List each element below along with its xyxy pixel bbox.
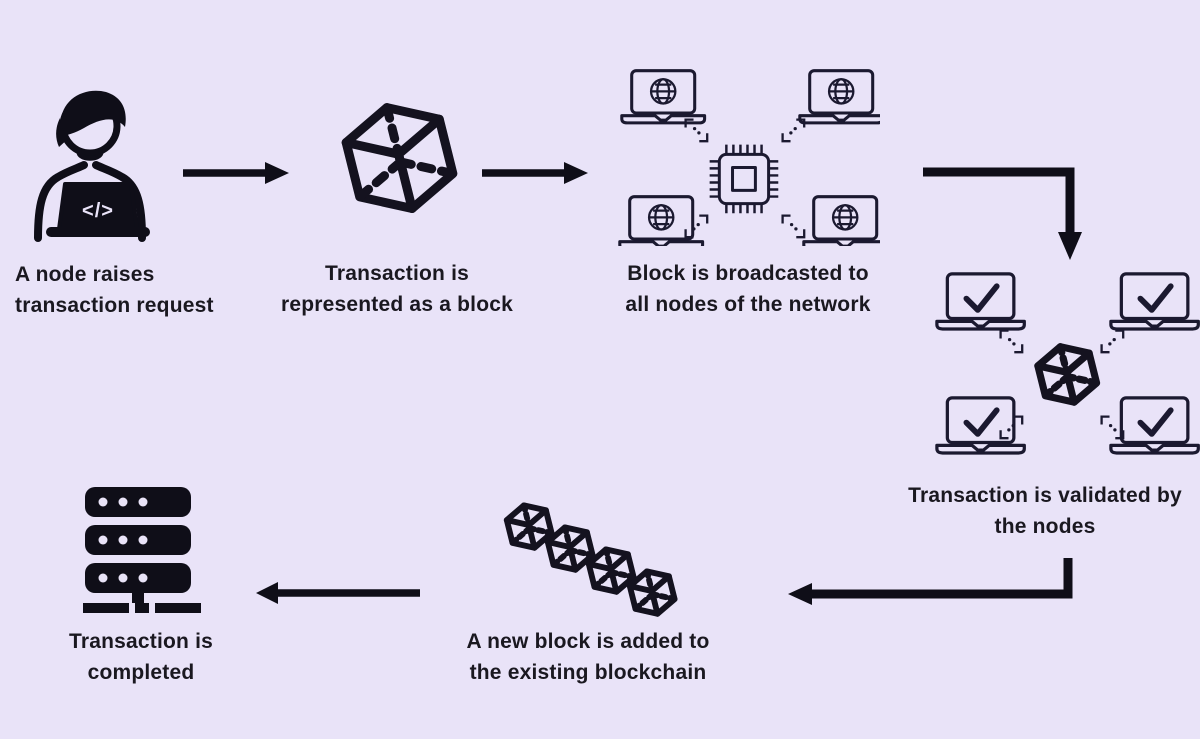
label-line: all nodes of the network [625,293,871,316]
dashed-link-icon [684,214,709,239]
hair-shape [60,90,126,136]
arrow-elbow-left [788,558,1073,605]
dashed-link-icon [999,329,1024,354]
cube-block-icon [1035,340,1100,408]
dashed-link-icon [999,415,1024,440]
laptop-globe-icon [618,195,705,246]
code-symbol: </> [82,200,114,222]
label-line: completed [87,661,195,684]
laptop-globe-icon [802,195,880,246]
nodes-validation-icon [935,272,1200,455]
step-request-label: A node raises transaction request [15,259,255,321]
label-line: Transaction is [324,262,470,285]
arrow-right-2 [482,162,588,184]
step-block-label: Transaction is represented as a block [262,258,532,320]
laptop-check-icon [935,272,1026,331]
blockchain-chain-icon [496,494,686,626]
step-validate-label: Transaction is validated by the nodes [890,480,1200,542]
step-append-label: A new block is added to the existing blo… [448,626,728,688]
label-line: transaction request [15,294,214,317]
person-coding-icon: </> [34,90,150,242]
network-broadcast-icon [618,69,880,246]
label-line: represented as a block [280,293,513,316]
label-line: the existing blockchain [469,661,707,684]
laptop-globe-icon [620,69,707,125]
dashed-link-icon [781,214,806,239]
server-stack-icon [83,487,201,613]
laptop-check-icon [1109,396,1200,455]
laptop-check-icon [935,396,1026,455]
label-line: Block is broadcasted to [627,262,869,285]
label-line: A node raises [15,263,155,286]
cpu-chip-icon [708,143,780,215]
label-line: Transaction is validated by [908,484,1182,507]
arrow-left [256,582,420,604]
arrow-elbow-down [923,167,1082,260]
label-line: Transaction is [68,630,214,653]
dashed-link-icon [1100,329,1125,354]
label-line: the nodes [994,515,1096,538]
arrow-right-1 [183,162,289,184]
step-broadcast-label: Block is broadcasted to all nodes of the… [608,258,888,320]
step-complete-label: Transaction is completed [40,626,242,688]
label-line: A new block is added to [466,630,710,653]
laptop-check-icon [1109,272,1200,331]
cube-block-icon [330,90,470,230]
laptop-globe-icon [798,69,880,125]
